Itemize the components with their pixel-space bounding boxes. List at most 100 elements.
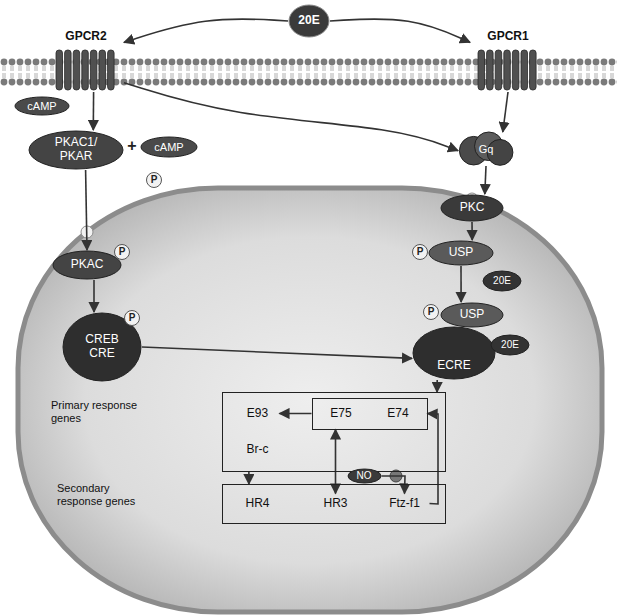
ellipse-outline <box>441 195 503 221</box>
ellipse-outline <box>413 327 495 379</box>
nuclear-receptor: USP <box>428 240 494 266</box>
node-text: E93 <box>247 407 268 421</box>
node-text: GPCR1 <box>487 30 528 44</box>
ellipse-outline <box>441 303 503 327</box>
gene-label: E93 <box>236 404 280 424</box>
receptor-helix <box>530 50 537 90</box>
node-text: HR4 <box>245 497 269 511</box>
node-text: E75 <box>330 407 351 421</box>
ellipse-outline <box>348 469 381 483</box>
phosphate-mark: P <box>423 304 439 320</box>
node-text: ECRE <box>437 359 470 373</box>
node-text: USP <box>449 246 474 260</box>
signal-arrow <box>248 472 250 484</box>
protein-kinase: PKAC1/ PKAR <box>28 130 124 170</box>
node-text: 20E <box>501 339 519 351</box>
second-messenger: cAMP <box>14 96 70 116</box>
receptor-helix <box>90 50 97 90</box>
node-text: 20E <box>493 275 511 287</box>
gene-box: E75 E74 <box>312 398 428 430</box>
gene-label: Ftz-f1 <box>380 494 430 514</box>
node-text: Ftz-f1 <box>389 497 420 511</box>
hormone-particle: 20E <box>288 4 330 38</box>
membrane-receptor: GPCR2 <box>48 30 124 92</box>
response-element: ECRE <box>412 326 496 380</box>
receptor-helix <box>99 50 106 90</box>
hormone-ligand: 20E <box>482 270 522 292</box>
node-text: USP <box>460 308 485 322</box>
receptor-helix <box>487 50 494 90</box>
ellipse-outline <box>29 131 123 169</box>
node-text: CRE <box>89 347 114 361</box>
ellipse-outline <box>289 5 329 37</box>
signal-arrow <box>92 92 94 130</box>
gene-group-box: Secondary response genesHR4HR3Ftz-f1 <box>222 484 446 524</box>
node-text: HR3 <box>323 497 347 511</box>
signal-arrow <box>124 19 288 42</box>
membrane-receptor: GPCR1 <box>470 30 546 92</box>
g-protein: Gq <box>458 132 514 166</box>
ellipse-outline <box>141 137 197 157</box>
ellipse-outline <box>53 251 121 279</box>
phosphate-mark: P <box>412 244 428 260</box>
node-text: cAMP <box>154 141 183 154</box>
ellipse-outline <box>429 241 493 265</box>
node-text: GPCR2 <box>65 30 106 44</box>
node-text: Gq <box>479 143 494 156</box>
gene-label: HR4 <box>236 494 280 514</box>
plus-sign: + <box>125 137 139 155</box>
phosphate-mark-text: P <box>129 313 136 323</box>
hormone-ligand: 20E <box>490 334 530 356</box>
receptor-helix <box>478 50 485 90</box>
signal-arrow <box>93 280 95 312</box>
receptor-helix <box>108 50 115 90</box>
gene-group-box: Primary response genesE93Br-cE75E74 <box>222 392 446 472</box>
receptor-helix <box>65 50 72 90</box>
signal-arrow <box>142 347 412 358</box>
signal-arrow <box>428 414 439 505</box>
signal-arrow <box>503 92 508 132</box>
phosphate-mark: P <box>124 310 140 326</box>
node-text: PKC <box>460 201 485 215</box>
signal-arrow <box>460 266 462 302</box>
second-messenger: cAMP <box>140 136 198 158</box>
phosphate-mark-text: P <box>119 247 126 257</box>
signal-arrow <box>86 170 87 250</box>
nucleus <box>18 188 602 612</box>
receptor-helix <box>82 50 89 90</box>
signal-arrow <box>485 166 486 194</box>
node-text: cAMP <box>27 100 56 113</box>
protein-kinase: PKAC <box>52 250 122 280</box>
signal-arrow <box>436 380 438 392</box>
phosphate-mark-text: P <box>151 175 158 185</box>
receptor-helix <box>56 50 63 90</box>
phosphate-mark: P <box>146 172 162 188</box>
phosphate-mark-text: P <box>428 307 435 317</box>
gene-label: Br-c <box>236 440 280 460</box>
node-text: E74 <box>387 407 408 421</box>
protein-kinase: PKC <box>440 194 504 222</box>
receptor-helix <box>495 50 502 90</box>
section-heading: Primary response genes <box>51 399 151 424</box>
signal-arrow <box>330 19 470 42</box>
node-text: PKAC <box>71 258 104 272</box>
receptor-helix <box>521 50 528 90</box>
signal-arrow <box>471 222 473 240</box>
gene-label: HR3 <box>314 494 358 514</box>
node-text: CREB <box>85 333 118 347</box>
node-text: NO <box>357 470 372 482</box>
node-text: Br-c <box>247 443 269 457</box>
phosphate-mark-text: P <box>417 247 424 257</box>
nitric-oxide: NO <box>347 468 382 484</box>
section-heading: Secondary response genes <box>57 482 149 507</box>
receptor-helix <box>73 50 80 90</box>
node-text: 20E <box>298 14 319 28</box>
receptor-helix <box>512 50 519 90</box>
plus-sign-text: + <box>127 138 136 154</box>
nuclear-receptor: USP <box>440 302 504 328</box>
signal-arrow <box>280 413 312 415</box>
phosphate-mark: P <box>114 244 130 260</box>
ellipse-outline <box>15 97 69 115</box>
node-text: PKAC1/ PKAR <box>48 136 104 164</box>
ellipse-outline <box>491 335 529 355</box>
